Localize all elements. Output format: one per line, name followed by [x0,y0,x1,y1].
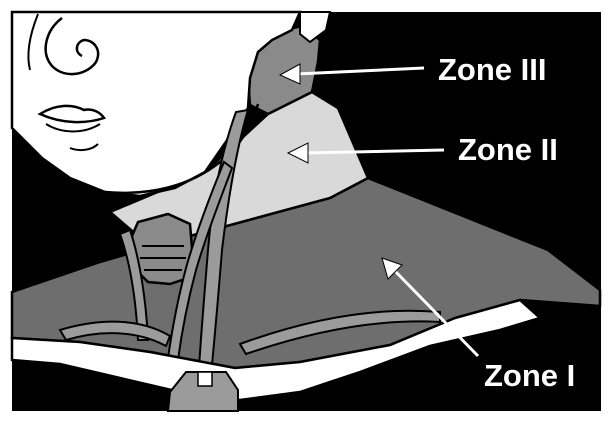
label-zone-1: Zone I [484,358,575,393]
label-zone-2: Zone II [458,132,558,167]
sternal-notch [198,372,212,386]
label-zone-3: Zone III [438,52,547,87]
